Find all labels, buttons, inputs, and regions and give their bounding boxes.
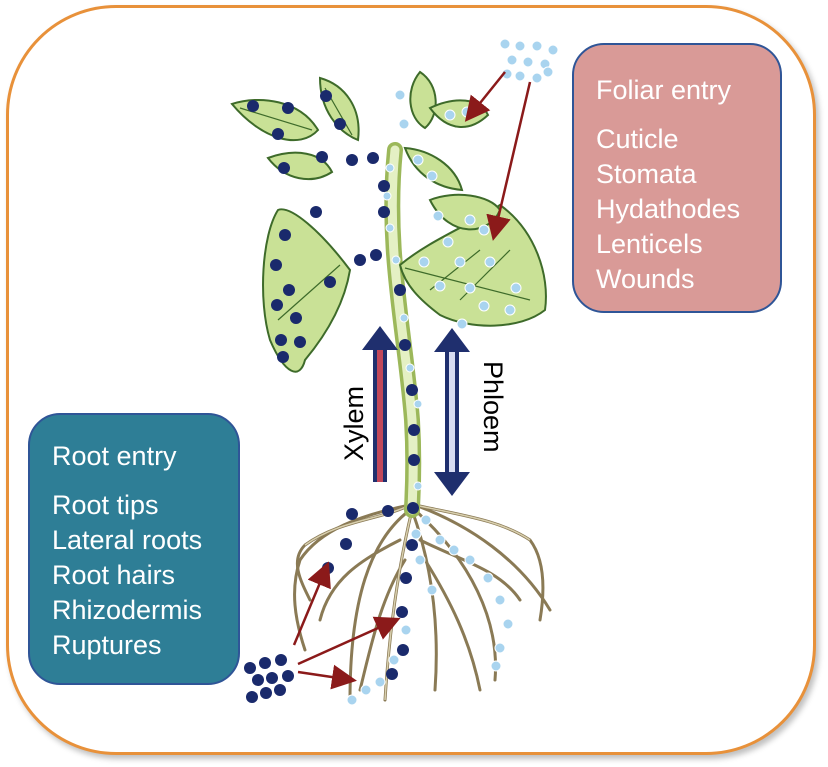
xylem-arrow (362, 326, 398, 482)
root-item: Ruptures (52, 630, 162, 660)
root-item: Rhizodermis (52, 595, 203, 625)
root-system (293, 503, 552, 702)
foliar-item: Hydathodes (596, 194, 741, 224)
root-item: Root tips (52, 490, 159, 520)
root-item: Lateral roots (52, 525, 203, 555)
root-entry-box: Root entry Root tips Lateral roots Root … (28, 413, 240, 685)
xylem-label: Xylem (339, 385, 369, 461)
phloem-label: Phloem (478, 361, 508, 453)
foliar-item: Lenticels (596, 229, 703, 259)
foliar-item: Wounds (596, 264, 695, 294)
root-item: Root hairs (52, 560, 176, 590)
entry-arrows (292, 71, 532, 690)
foliar-item: Stomata (596, 159, 697, 189)
light-particles (346, 38, 559, 706)
foliar-item: Cuticle (596, 124, 679, 154)
phloem-arrow (434, 328, 470, 496)
foliar-title: Foliar entry (596, 75, 732, 105)
root-title: Root entry (52, 441, 177, 471)
foliar-entry-box: Foliar entry Cuticle Stomata Hydathodes … (572, 43, 782, 313)
